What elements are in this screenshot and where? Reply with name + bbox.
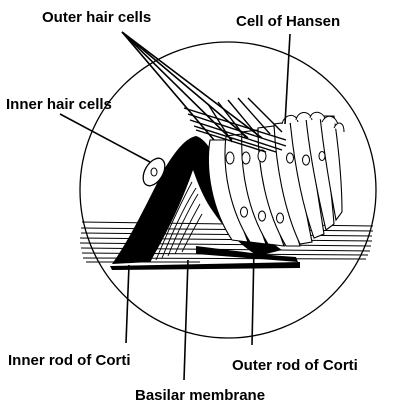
basilar-dark-base (110, 262, 300, 270)
cell-nuclei (225, 149, 326, 224)
label-inner-rod-of-corti: Inner rod of Corti (8, 352, 131, 369)
pointer-hansen (284, 33, 291, 125)
label-cell-of-hansen: Cell of Hansen (236, 13, 341, 30)
label-outer-hair-cells: Outer hair cells (42, 9, 152, 26)
pointer-outer-rod (251, 247, 255, 346)
inner-hair-cell-nucleus (150, 167, 158, 177)
hansen-cells (281, 111, 345, 133)
pointer-inner-hair (59, 113, 151, 163)
pointer-outer-hair-2 (121, 31, 249, 139)
label-basilar-membrane: Basilar membrane (135, 387, 266, 404)
view-circle (79, 41, 377, 339)
pointer-outer-hair-3 (121, 31, 263, 139)
outer-dark-base (196, 246, 298, 262)
pointer-lines (59, 31, 291, 381)
pointer-outer-hair-1 (121, 31, 233, 141)
label-outer-rod-of-corti: Outer rod of Corti (232, 357, 358, 374)
supporting-cell-lines (149, 175, 203, 263)
pointer-inner-rod (125, 264, 130, 344)
outer-hair-cell-columns (207, 115, 343, 247)
label-inner-hair-cells: Inner hair cells (6, 96, 112, 113)
pointer-basilar (183, 259, 189, 381)
pointer-outer-hair-4 (121, 31, 215, 141)
